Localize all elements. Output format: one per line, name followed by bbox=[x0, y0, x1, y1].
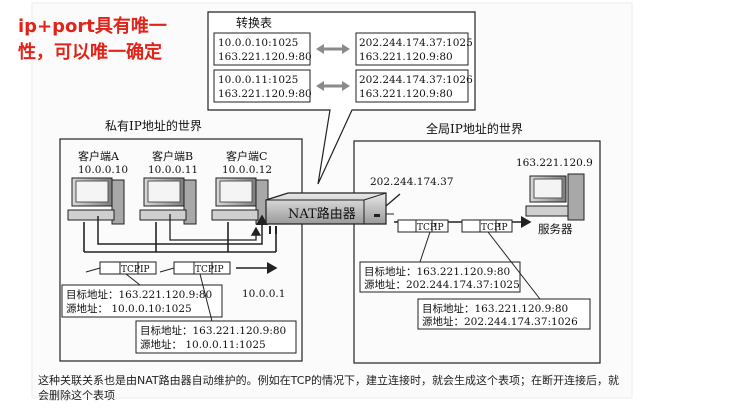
router-inner-ip: 10.0.0.1 bbox=[242, 288, 285, 300]
row-2-inside-a: 10.0.0.11:1025 bbox=[218, 74, 298, 86]
client-a-ip: 10.0.0.10 bbox=[78, 164, 128, 176]
table-title: 转换表 bbox=[236, 15, 272, 30]
private-packet-1-dst: 目标地址：163.221.120.9:80 bbox=[66, 288, 212, 301]
private-packet-1-detail: 目标地址：163.221.120.9:80 源地址： 10.0.0.10:102… bbox=[61, 284, 223, 318]
global-packet-1-detail: 目标地址：163.221.120.9:80 源地址：202.244.174.37… bbox=[359, 261, 521, 293]
table-row-2-outside bbox=[355, 69, 469, 103]
private-world-panel: 私有IP地址的世界 bbox=[59, 118, 303, 362]
private-world-title: 私有IP地址的世界 bbox=[105, 118, 202, 133]
router-outer-ip: 202.244.174.37 bbox=[370, 176, 454, 188]
translation-table: 转换表 10.0.0.10:1025 163.221.120.9:80 202.… bbox=[207, 11, 476, 185]
global-packet-1-dst: 目标地址：163.221.120.9:80 bbox=[364, 265, 510, 278]
packet-ip-label: IP bbox=[498, 223, 508, 233]
packet-tcp-label: TCP bbox=[417, 223, 436, 233]
row-1-outside-b: 163.221.120.9:80 bbox=[359, 51, 453, 63]
router-label: NAT路由器 bbox=[288, 206, 356, 222]
table-row-2-inside bbox=[213, 69, 311, 103]
caption-line-1: 这种关联关系也是由NAT路由器自动维护的。例如在TCP的情况下，建立连接时，就会… bbox=[38, 374, 620, 387]
private-route-2 bbox=[169, 214, 262, 241]
router-icon: NAT路由器 bbox=[265, 192, 387, 225]
annotation-line-2: 性，可以唯一确定 bbox=[18, 42, 162, 63]
server-label: 服务器 bbox=[538, 222, 573, 236]
packet-icon: TCP IP bbox=[397, 219, 449, 233]
row-1-inside-b: 163.221.120.9:80 bbox=[218, 51, 312, 63]
client-b-ip: 10.0.0.11 bbox=[148, 164, 198, 176]
packet-tcp-label: TCP bbox=[121, 265, 140, 275]
packet-icon: TCP IP bbox=[461, 219, 513, 233]
global-packet-2-detail: 目标地址：163.221.120.9:80 源地址：202.244.174.37… bbox=[417, 298, 591, 330]
client-b-name: 客户端B bbox=[152, 149, 193, 163]
client-c-name: 客户端C bbox=[226, 149, 267, 163]
private-packet-2-detail: 目标地址：163.221.120.9:80 源地址： 10.0.0.11:102… bbox=[135, 320, 297, 354]
table-row-1-inside bbox=[213, 32, 311, 66]
packet-ip-label: IP bbox=[214, 265, 224, 275]
row-2-outside-a: 202.244.174.37:1026 bbox=[359, 74, 473, 86]
caption-line-2: 会删除这个表项 bbox=[38, 389, 115, 402]
private-route-1 bbox=[97, 214, 268, 245]
annotation-line-1: ip+port具有唯一 bbox=[18, 16, 167, 37]
row-2-inside-b: 163.221.120.9:80 bbox=[218, 88, 312, 100]
computer-icon bbox=[211, 177, 269, 225]
computer-icon bbox=[139, 177, 197, 225]
table-row-1-outside bbox=[355, 32, 469, 66]
packet-ip-label: IP bbox=[140, 265, 150, 275]
server-ip: 163.221.120.9 bbox=[516, 157, 593, 169]
packet-ip-label: IP bbox=[434, 223, 444, 233]
packet-tcp-label: TCP bbox=[195, 265, 214, 275]
global-packet-2-src: 源地址：202.244.174.37:1026 bbox=[422, 315, 578, 328]
double-arrow-icon bbox=[316, 81, 350, 91]
global-world-panel: 全局IP地址的世界 bbox=[353, 121, 601, 364]
private-packet-2-src: 源地址： 10.0.0.11:1025 bbox=[140, 338, 266, 351]
private-packet-1-src: 源地址： 10.0.0.10:1025 bbox=[66, 302, 192, 315]
packet-icon: TCP IP bbox=[99, 261, 157, 275]
double-arrow-icon bbox=[316, 44, 350, 54]
global-world-title: 全局IP地址的世界 bbox=[426, 121, 523, 136]
global-packet-2-dst: 目标地址：163.221.120.9:80 bbox=[422, 302, 568, 315]
client-c-ip: 10.0.0.12 bbox=[222, 164, 272, 176]
caption: 这种关联关系也是由NAT路由器自动维护的。例如在TCP的情况下，建立连接时，就会… bbox=[38, 373, 638, 403]
packet-icon: TCP IP bbox=[173, 261, 231, 275]
client-a-name: 客户端A bbox=[78, 149, 120, 163]
row-1-inside-a: 10.0.0.10:1025 bbox=[218, 37, 298, 49]
server-icon bbox=[525, 173, 585, 221]
global-packet-1-src: 源地址：202.244.174.37:1025 bbox=[364, 278, 520, 291]
packet-tcp-label: TCP bbox=[481, 223, 500, 233]
row-2-outside-b: 163.221.120.9:80 bbox=[359, 88, 453, 100]
private-packet-2-dst: 目标地址：163.221.120.9:80 bbox=[140, 324, 286, 337]
red-annotation: ip+port具有唯一 性，可以唯一确定 bbox=[18, 14, 208, 66]
row-1-outside-a: 202.244.174.37:1025 bbox=[359, 37, 473, 49]
computer-icon bbox=[67, 177, 125, 225]
